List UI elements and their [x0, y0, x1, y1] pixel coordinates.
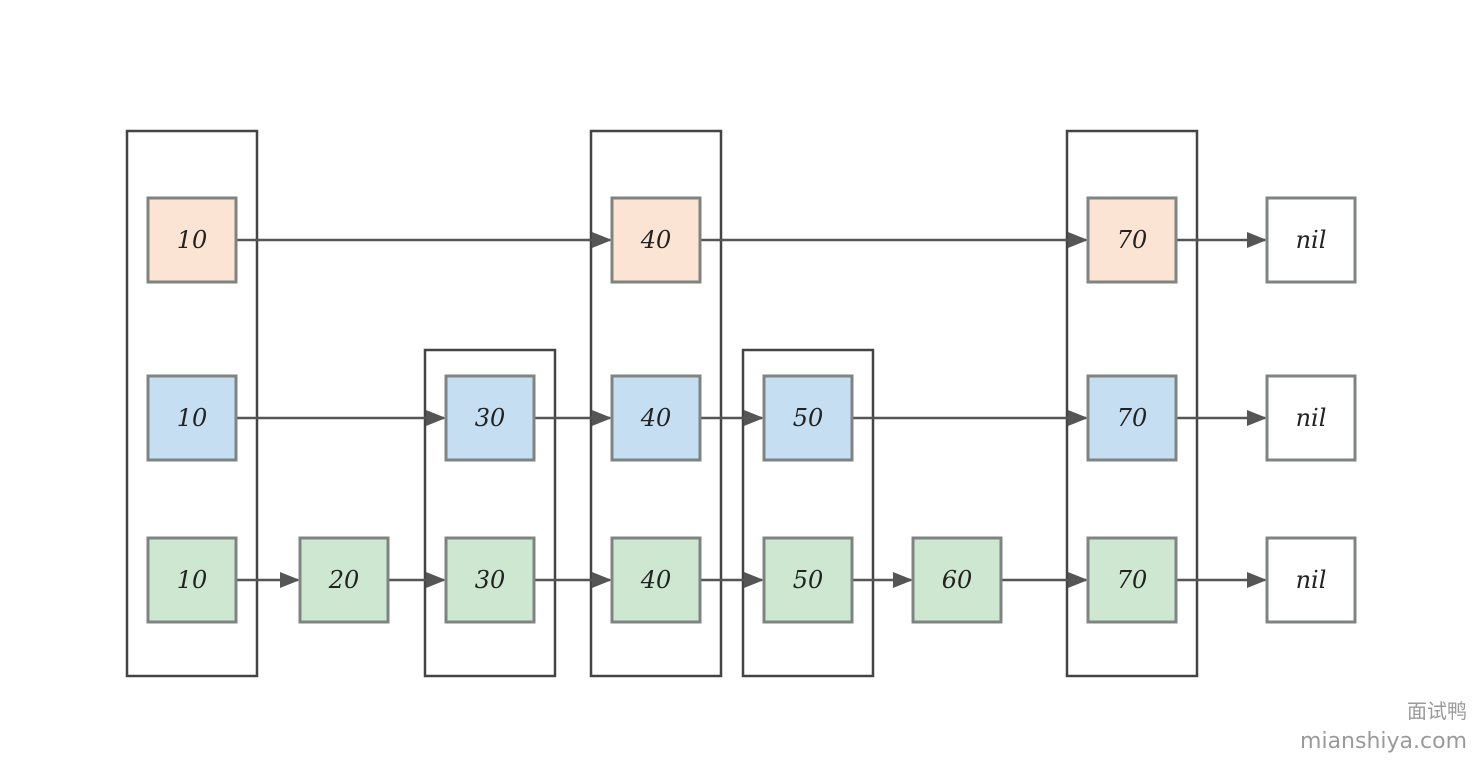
- group-frame-10: [125, 129, 259, 678]
- node-middle-50: 50: [762, 374, 854, 462]
- node-label: 50: [793, 404, 824, 432]
- node-label: 70: [1117, 226, 1148, 254]
- node-box: [1086, 374, 1178, 462]
- node-label: 10: [177, 404, 208, 432]
- node-middle-40: 40: [610, 374, 702, 462]
- node-box: [146, 196, 238, 284]
- node-label: 60: [942, 566, 973, 594]
- node-top-70: 70: [1086, 196, 1178, 284]
- nil-node-middle-nil: nil: [1265, 374, 1357, 462]
- node-label: 50: [793, 566, 824, 594]
- node-label: 10: [177, 226, 208, 254]
- node-label: 10: [177, 566, 208, 594]
- node-box: [146, 536, 238, 624]
- node-bottom-30: 30: [444, 536, 536, 624]
- node-label: 30: [475, 404, 506, 432]
- node-top-10: 10: [146, 196, 238, 284]
- node-label: nil: [1296, 404, 1327, 432]
- watermark-url: mianshiya.com: [1300, 729, 1467, 754]
- node-bottom-40: 40: [610, 536, 702, 624]
- group-frame-30: [423, 348, 557, 678]
- node-bottom-10: 10: [146, 536, 238, 624]
- node-bottom-50: 50: [762, 536, 854, 624]
- nil-node-top-nil: nil: [1265, 196, 1357, 284]
- node-box: [1086, 536, 1178, 624]
- node-box: [610, 196, 702, 284]
- node-box: [146, 374, 238, 462]
- node-label: 70: [1117, 566, 1148, 594]
- node-label: nil: [1296, 566, 1327, 594]
- node-box: [1265, 196, 1357, 284]
- node-label: nil: [1296, 226, 1327, 254]
- node-label: 70: [1117, 404, 1148, 432]
- node-box: [298, 536, 390, 624]
- node-label: 40: [640, 566, 672, 594]
- node-box: [911, 536, 1003, 624]
- node-label: 40: [640, 404, 672, 432]
- node-label: 40: [640, 226, 672, 254]
- node-box: [762, 536, 854, 624]
- group-frame-40: [589, 129, 723, 678]
- node-box: [1265, 374, 1357, 462]
- node-label: 30: [475, 566, 506, 594]
- node-top-40: 40: [610, 196, 702, 284]
- nil-node-bottom-nil: nil: [1265, 536, 1357, 624]
- node-middle-10: 10: [146, 374, 238, 462]
- pointer-arrows: [236, 232, 1267, 588]
- node-box: [610, 374, 702, 462]
- node-bottom-70: 70: [1086, 536, 1178, 624]
- watermark-chinese: 面试鸭: [1407, 699, 1467, 723]
- node-label: 20: [328, 566, 360, 594]
- node-middle-30: 30: [444, 374, 536, 462]
- group-frame-70: [1065, 129, 1199, 678]
- node-box: [1086, 196, 1178, 284]
- node-box: [610, 536, 702, 624]
- node-box: [444, 374, 536, 462]
- node-box: [444, 536, 536, 624]
- node-box: [1265, 536, 1357, 624]
- skip-list-nodes: 10 40 70 nil 10 30 40 50 70 nil 10 20 30 40 50 60 70 nil: [146, 196, 1357, 624]
- group-frame-50: [741, 348, 875, 678]
- node-middle-70: 70: [1086, 374, 1178, 462]
- node-bottom-20: 20: [298, 536, 390, 624]
- group-frames: [125, 129, 1199, 678]
- node-bottom-60: 60: [911, 536, 1003, 624]
- node-box: [762, 374, 854, 462]
